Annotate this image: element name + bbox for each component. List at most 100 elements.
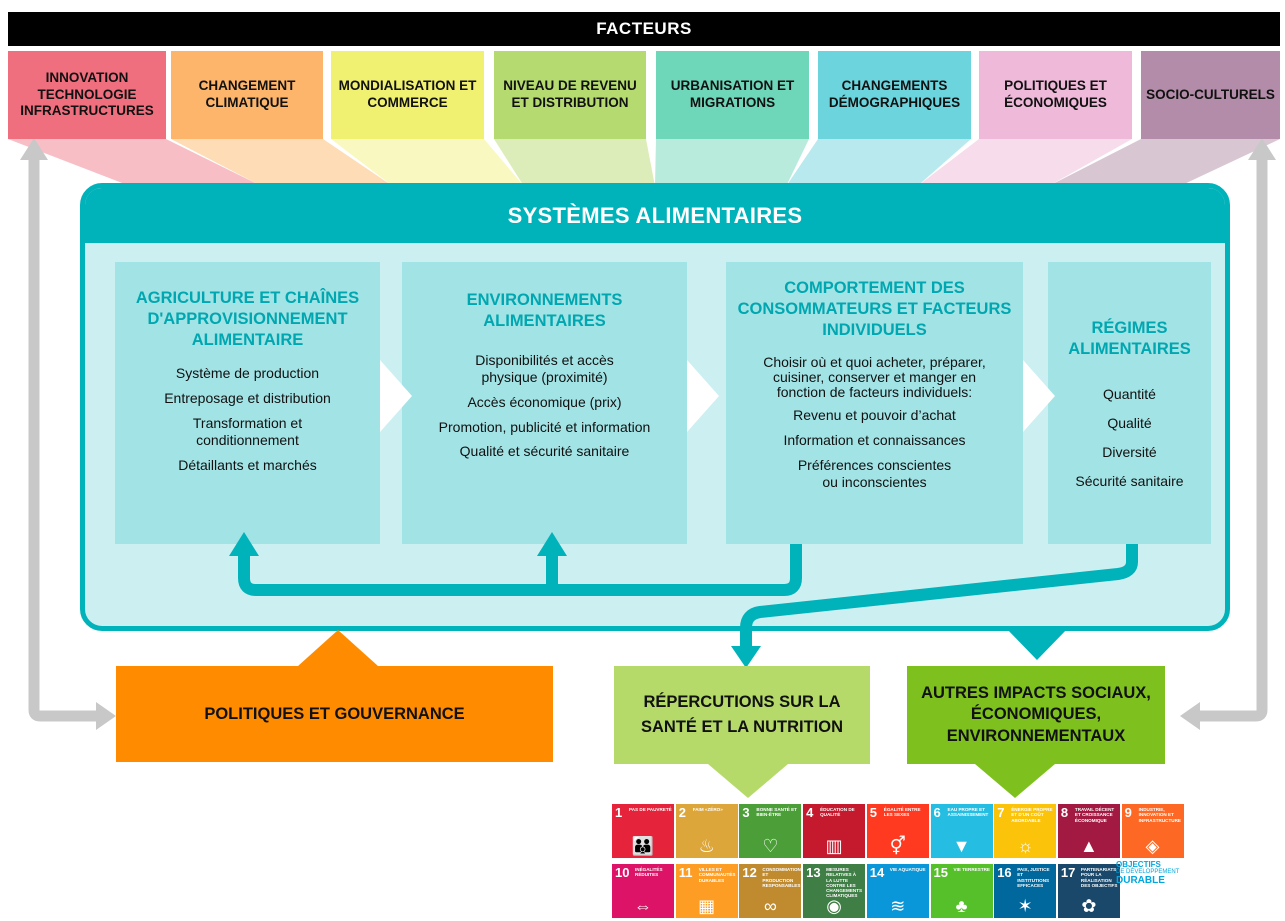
panel-item: Qualité bbox=[1107, 415, 1152, 432]
sdg-label: MESURES RELATIVES À LA LUTTE CONTRE LES … bbox=[826, 867, 863, 899]
panel-item: Quantité bbox=[1103, 386, 1156, 403]
factor-box: CHANGEMENTS DÉMOGRAPHIQUES bbox=[818, 51, 971, 139]
factor-funnel bbox=[331, 139, 524, 186]
chevron-arrow-1 bbox=[380, 360, 412, 432]
chevron-arrow-2 bbox=[687, 360, 719, 432]
factor-funnel bbox=[655, 139, 809, 186]
health-down-arrow bbox=[708, 764, 788, 798]
health-nutrition-box: RÉPERCUTIONS SUR LA SANTÉ ET LA NUTRITIO… bbox=[614, 666, 870, 764]
policies-governance-box: POLITIQUES ET GOUVERNANCE bbox=[116, 666, 553, 762]
sdg-logo-line2: DE DÉVELOPPEMENT bbox=[1116, 869, 1180, 876]
health-connector-arrow bbox=[740, 544, 1138, 650]
panel-item: Accès économique (prix) bbox=[467, 393, 622, 410]
panel-item: Système de production bbox=[175, 365, 320, 382]
panel-diets-title: RÉGIMES ALIMENTAIRES bbox=[1068, 319, 1191, 359]
sdg-number: 1 bbox=[615, 805, 623, 820]
sdg-label: PARTENARIATS POUR LA RÉALISATION DES OBJ… bbox=[1080, 867, 1118, 888]
feedback-arrowhead-1 bbox=[229, 532, 259, 556]
sdg-icon: ▥ bbox=[825, 836, 843, 856]
sdg-icon: ♨ bbox=[698, 836, 715, 856]
panel-consumer-behaviour: COMPORTEMENT DES CONSOMMATEURS ET FACTEU… bbox=[726, 262, 1023, 544]
panel-agriculture: AGRICULTURE ET CHAÎNES D'APPROVISIONNEME… bbox=[115, 262, 380, 544]
sdg-icon: ▼ bbox=[952, 836, 971, 856]
sdg-number: 15 bbox=[933, 865, 948, 880]
panel-item: Diversité bbox=[1102, 443, 1157, 460]
sdg-icon: ≋ bbox=[890, 896, 906, 916]
sdg-icon: ▲ bbox=[1079, 836, 1098, 856]
sdg-logo-line1: OBJECTIFS bbox=[1116, 860, 1161, 869]
sdg-icon: ⇔ bbox=[634, 896, 652, 916]
panel-item: Choisir où et quoi acheter, préparer, cu… bbox=[763, 354, 986, 400]
sdg-tile: 12 CONSOMMATION ET PRODUCTION RESPONSABLE… bbox=[739, 864, 802, 918]
sdg-tile: 4 ÉDUCATION DE QUALITÉ ▥ bbox=[803, 804, 866, 858]
sdg-number: 4 bbox=[806, 805, 814, 820]
sdg-number: 6 bbox=[933, 805, 941, 820]
panel-item: Transformation et conditionnement bbox=[192, 414, 303, 448]
panel-food-environments-title: ENVIRONNEMENTS ALIMENTAIRES bbox=[466, 291, 623, 331]
panel-item: Information et connaissances bbox=[783, 432, 966, 449]
health-arrowhead bbox=[731, 646, 761, 668]
sdg-icon: ∞ bbox=[763, 896, 777, 916]
sdg-label: VIE TERRESTRE bbox=[953, 867, 991, 872]
sdg-number: 12 bbox=[742, 865, 757, 880]
sdg-icon: ☼ bbox=[1016, 836, 1034, 856]
sdg-label: FAIM «ZÉRO» bbox=[692, 807, 723, 812]
sdg-tile: 6 EAU PROPRE ET ASSAINISSEMENT ▼ bbox=[930, 804, 993, 858]
sdg-number: 9 bbox=[1124, 805, 1132, 820]
sdg-label: VIE AQUATIQUE bbox=[889, 867, 926, 872]
factor-box: URBANISATION ET MIGRATIONS bbox=[656, 51, 809, 139]
sdg-number: 8 bbox=[1060, 805, 1069, 820]
factor-box: INNOVATION TECHNOLOGIE INFRASTRUCTURES bbox=[8, 51, 166, 139]
sdg-icon: ✶ bbox=[1017, 896, 1033, 916]
right-arrowhead-left bbox=[1180, 702, 1200, 730]
factor-funnel bbox=[171, 139, 393, 186]
sdg-icon: ♡ bbox=[762, 836, 779, 856]
left-arrowhead-up bbox=[20, 138, 48, 160]
panel-food-environments: ENVIRONNEMENTS ALIMENTAIRES Disponibilit… bbox=[402, 262, 687, 544]
sdg-tile: 3 BONNE SANTÉ ET BIEN-ÊTRE ♡ bbox=[739, 804, 802, 858]
sdg-label: PAS DE PAUVRETÉ bbox=[629, 807, 672, 812]
sdg-tile: 14 VIE AQUATIQUE ≋ bbox=[866, 864, 929, 918]
factor-funnel bbox=[8, 139, 262, 186]
other-impacts-triangle bbox=[1004, 626, 1070, 660]
panel-diets: RÉGIMES ALIMENTAIRES Quantité Qualité Di… bbox=[1048, 262, 1211, 544]
sdg-label: PAIX, JUSTICE ET INSTITUTIONS EFFICACES bbox=[1017, 867, 1050, 888]
sdg-number: 3 bbox=[742, 805, 750, 820]
sdg-icon: ◈ bbox=[1145, 836, 1160, 856]
factors-banner: FACTEURS bbox=[8, 12, 1280, 46]
feedback-arrowhead-2 bbox=[537, 532, 567, 556]
factor-box: POLITIQUES ET ÉCONOMIQUES bbox=[979, 51, 1132, 139]
sdg-label: BONNE SANTÉ ET BIEN-ÊTRE bbox=[756, 807, 797, 818]
other-down-arrow bbox=[975, 764, 1055, 798]
left-return-arrow bbox=[28, 152, 100, 722]
sdg-number: 2 bbox=[678, 805, 686, 820]
sdg-icon: ♣ bbox=[955, 896, 968, 916]
food-systems-title: SYSTÈMES ALIMENTAIRES bbox=[85, 188, 1225, 243]
panel-item: Sécurité sanitaire bbox=[1075, 472, 1184, 489]
other-impacts-box: AUTRES IMPACTS SOCIAUX, ÉCONOMIQUES, ENV… bbox=[907, 666, 1165, 764]
sdg-number: 14 bbox=[869, 865, 885, 880]
sdg-label: EAU PROPRE ET ASSAINISSEMENT bbox=[947, 807, 989, 818]
panel-item: Détaillants et marchés bbox=[178, 456, 317, 473]
feedback-loop-arrow bbox=[238, 544, 802, 596]
policy-triangle bbox=[298, 630, 378, 666]
factor-funnels bbox=[8, 139, 1280, 186]
sdg-tile: 2 FAIM «ZÉRO» ♨ bbox=[675, 804, 738, 858]
panel-agriculture-title: AGRICULTURE ET CHAÎNES D'APPROVISIONNEME… bbox=[135, 289, 360, 350]
sdg-label: CONSOMMATION ET PRODUCTION RESPONSABLES bbox=[762, 867, 801, 888]
chevron-arrow-3 bbox=[1023, 360, 1055, 432]
sdg-label: ÉDUCATION DE QUALITÉ bbox=[820, 807, 855, 818]
panel-item: Préférences conscientes ou inconscientes bbox=[797, 456, 952, 490]
panel-consumer-behaviour-title: COMPORTEMENT DES CONSOMMATEURS ET FACTEU… bbox=[737, 279, 1012, 340]
sdg-logo-line3: DURABLE bbox=[1116, 874, 1165, 886]
panel-item: Qualité et sécurité sanitaire bbox=[459, 443, 630, 460]
